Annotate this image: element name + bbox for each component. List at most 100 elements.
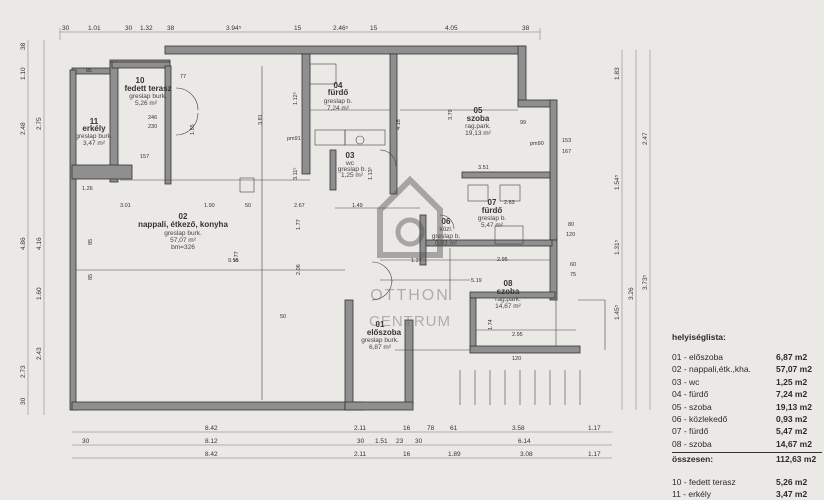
svg-text:08: 08 — [504, 279, 513, 288]
svg-text:05: 05 — [474, 106, 483, 115]
dim-b2-5: 30 — [415, 438, 423, 445]
dim-right-2: 1.31⁵ — [614, 239, 621, 255]
dim-left-7: 2.43 — [36, 347, 43, 360]
dim-inner: 167 — [562, 149, 571, 155]
dim-inner: 50 — [245, 203, 251, 209]
dim-b1-4: 61 — [450, 425, 458, 432]
watermark-logo: OTTHON CENTRUM — [369, 175, 451, 330]
svg-text:fürdő: fürdő — [328, 88, 349, 97]
dim-right-4: 3.73⁵ — [642, 274, 649, 290]
dim-top-4: 38 — [167, 25, 175, 32]
dim-left-9: 30 — [20, 397, 27, 405]
dim-inner: 1.12⁵ — [292, 92, 299, 105]
dim-inner: 75 — [570, 272, 576, 278]
svg-text:szoba: szoba — [497, 287, 520, 296]
room-07-label: 07 fürdő greslap b. 5,47 m² — [478, 198, 507, 229]
svg-text:11: 11 — [90, 117, 99, 126]
dim-b2-0: 30 — [82, 438, 90, 445]
svg-text:greslap b.: greslap b. — [432, 233, 461, 240]
svg-text:6,87 m²: 6,87 m² — [369, 344, 392, 351]
dim-b2-4: 23 — [396, 438, 404, 445]
dim-inner: pm90 — [530, 141, 544, 147]
dim-inner: 1.74 — [488, 319, 494, 330]
watermark-line2: CENTRUM — [369, 313, 451, 330]
svg-text:fedett terasz: fedett terasz — [124, 84, 171, 93]
right-dimension-line: 1.83 1.54⁵ 1.31⁵ 3.26 3.73⁵ 1.45⁵ 2.47 — [614, 50, 651, 410]
inner-dimensions: 3.01 1.90 50 2.67 1.49 9.55 3.51 2.63 2.… — [82, 68, 576, 362]
legend-row: 02 - nappali,étk.,kha.57,07 m2 — [672, 364, 812, 375]
dim-inner: 230 — [148, 124, 157, 130]
dim-inner: 157 — [140, 154, 149, 160]
dim-b3-1: 2.11 — [354, 451, 367, 458]
dim-b3-0: 8.42 — [205, 451, 218, 458]
svg-text:04: 04 — [334, 81, 343, 90]
dim-b1-1: 2.11 — [354, 425, 367, 432]
dim-top-1: 1.01 — [88, 25, 101, 32]
svg-text:fürdő: fürdő — [482, 206, 503, 215]
dim-inner: 1.49 — [352, 203, 363, 209]
dim-top-2: 30 — [125, 25, 133, 32]
room-06-label: 06 közl. greslap b. 0,93 m² — [432, 217, 461, 247]
dim-inner: 9.55 — [228, 258, 239, 264]
dim-inner: 1.90 — [204, 203, 215, 209]
svg-text:02: 02 — [179, 212, 188, 221]
dim-inner: 85 — [86, 68, 92, 74]
dim-left-2: 2.48 — [20, 122, 27, 135]
dim-b2-6: 6.14 — [518, 438, 531, 445]
dim-inner: 2.95 — [512, 332, 523, 338]
dim-b2-1: 8.12 — [205, 438, 218, 445]
dim-inner: 2.63 — [504, 200, 515, 206]
dim-top-10: 38 — [522, 25, 530, 32]
dim-b3-2: 16 — [403, 451, 411, 458]
dim-inner: 3.01 — [120, 203, 131, 209]
svg-text:greslap b.: greslap b. — [338, 166, 367, 173]
dim-top-5: 3.94⁵ — [226, 25, 242, 32]
dim-top-9: 4.05 — [445, 25, 458, 32]
dim-left-4: 4.86 — [20, 237, 27, 250]
dim-right-5: 1.45⁵ — [614, 304, 621, 320]
dim-inner: 99 — [520, 120, 526, 126]
svg-text:greslap burk.: greslap burk. — [75, 133, 113, 140]
dim-inner: 2.95 — [497, 257, 508, 263]
dim-b1-6: 1.17 — [588, 425, 601, 432]
room-10-label: 10 fedett terasz greslap burk. 5,26 m² — [124, 76, 171, 107]
room-04-label: 04 fürdő greslap b. 7,24 m² — [324, 81, 353, 112]
dim-left-5: 4.16 — [36, 237, 43, 250]
dim-left-0: 38 — [20, 42, 27, 50]
svg-text:1,25 m²: 1,25 m² — [341, 172, 364, 179]
dim-top-6: 15 — [294, 25, 302, 32]
dim-inner: pm91 — [287, 136, 301, 142]
dim-inner: 50 — [280, 314, 286, 320]
dim-b3-4: 3.08 — [520, 451, 533, 458]
room-02-label: 02 nappali, étkező, konyha greslap burk.… — [138, 212, 228, 251]
interior-lines — [76, 63, 606, 405]
svg-text:0,93 m²: 0,93 m² — [435, 240, 458, 247]
svg-text:greslap burk.: greslap burk. — [361, 337, 399, 344]
dim-b1-3: 78 — [427, 425, 435, 432]
legend-total: összesen:112,63 m2 — [672, 452, 822, 465]
svg-text:06: 06 — [442, 217, 451, 226]
dim-inner: 1.77 — [296, 219, 302, 230]
dim-inner: 1.13⁵ — [367, 167, 374, 180]
dim-left-1: 1.10 — [20, 67, 27, 80]
svg-text:01: 01 — [376, 320, 385, 329]
dim-inner: 3.51 — [478, 165, 489, 171]
svg-text:5,26 m²: 5,26 m² — [135, 100, 158, 107]
svg-text:greslap b.: greslap b. — [324, 98, 353, 105]
dim-inner: 60 — [570, 262, 576, 268]
dim-left-6: 1.60 — [36, 287, 43, 300]
dim-right-0: 1.83 — [614, 67, 621, 80]
watermark-line1: OTTHON — [370, 287, 450, 304]
svg-text:bm=326: bm=326 — [171, 244, 195, 251]
svg-text:14,67 m²: 14,67 m² — [495, 303, 521, 310]
dim-inner: 4.18 — [396, 119, 402, 130]
dim-inner: 120 — [512, 356, 521, 362]
dim-inner: 2.67 — [294, 203, 305, 209]
svg-text:rag.park.: rag.park. — [465, 123, 491, 130]
